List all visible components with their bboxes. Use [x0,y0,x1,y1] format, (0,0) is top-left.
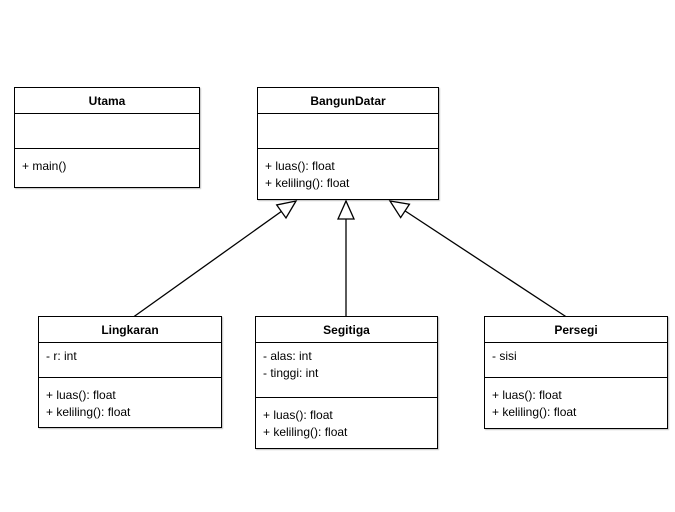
method-line: + keliling(): float [265,176,350,190]
class-box-persegi: Persegi - sisi + luas(): float + kelilin… [484,316,668,429]
class-methods-persegi: + luas(): float + keliling(): float [485,378,667,428]
method-line: + luas(): float [265,159,335,173]
class-methods-segitiga: + luas(): float + keliling(): float [256,398,437,448]
method-line: + luas(): float [46,388,116,402]
class-title-utama: Utama [15,88,199,114]
class-title-bangundatar: BangunDatar [258,88,438,114]
class-box-bangundatar: BangunDatar + luas(): float + keliling()… [257,87,439,200]
attribute-line: - r: int [46,349,77,363]
method-line: + keliling(): float [492,405,577,419]
attribute-line: - sisi [492,349,517,363]
class-methods-utama: + main() [15,149,199,187]
class-attributes-persegi: - sisi [485,343,667,378]
class-title-lingkaran: Lingkaran [39,317,221,343]
class-title-persegi: Persegi [485,317,667,343]
class-box-segitiga: Segitiga - alas: int - tinggi: int + lua… [255,316,438,449]
class-attributes-utama [15,114,199,149]
class-box-utama: Utama + main() [14,87,200,188]
class-methods-lingkaran: + luas(): float + keliling(): float [39,378,221,427]
attribute-line: - alas: int [263,349,312,363]
class-attributes-lingkaran: - r: int [39,343,221,378]
method-line: + keliling(): float [263,425,348,439]
class-title-segitiga: Segitiga [256,317,437,343]
class-attributes-bangundatar [258,114,438,149]
inheritance-arrow-persegi-to-bangundatar [388,200,569,319]
class-attributes-segitiga: - alas: int - tinggi: int [256,343,437,398]
method-line: + main() [22,159,67,173]
class-methods-bangundatar: + luas(): float + keliling(): float [258,149,438,199]
attribute-line: - tinggi: int [263,366,319,380]
method-line: + luas(): float [492,388,562,402]
class-box-lingkaran: Lingkaran - r: int + luas(): float + kel… [38,316,222,428]
method-line: + keliling(): float [46,405,131,419]
inheritance-arrow-lingkaran-to-bangundatar [131,200,298,319]
method-line: + luas(): float [263,408,333,422]
